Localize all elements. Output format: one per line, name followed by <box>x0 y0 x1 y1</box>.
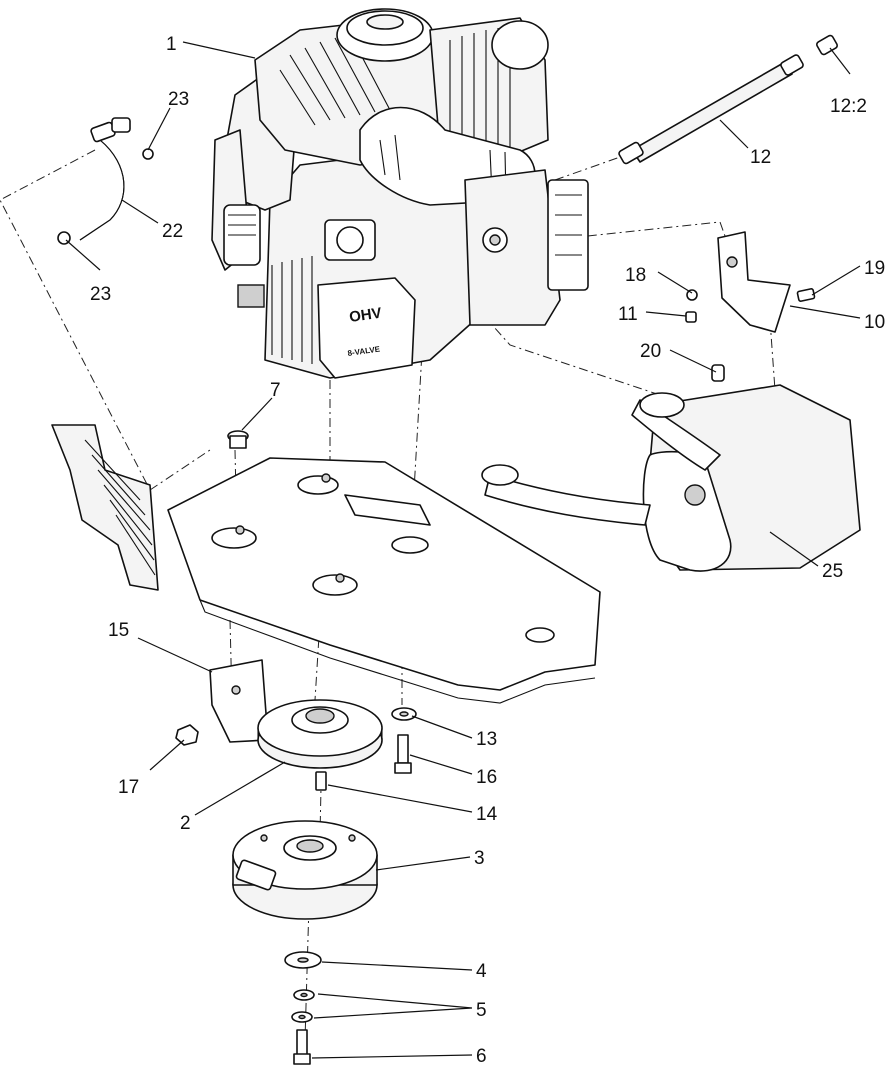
callout-1: 1 <box>166 34 177 55</box>
callout-4: 4 <box>476 961 487 982</box>
callout-14: 14 <box>476 804 498 825</box>
callout-16: 16 <box>476 767 497 788</box>
callout-7: 7 <box>270 380 281 401</box>
exhaust-bracket <box>685 231 816 333</box>
muffler-assembly <box>481 364 861 572</box>
callout-2: 2 <box>180 813 191 834</box>
callout-23b: 23 <box>90 284 111 305</box>
engine-shield <box>51 424 159 591</box>
callout-3: 3 <box>474 848 485 869</box>
callout-15: 15 <box>108 620 129 641</box>
engine-deck-plate <box>167 457 601 704</box>
callout-20: 20 <box>640 341 661 362</box>
callout-22: 22 <box>162 221 183 242</box>
callout-11: 11 <box>618 304 638 325</box>
callout-25: 25 <box>822 561 843 582</box>
callout-13: 13 <box>476 729 497 750</box>
callout-6: 6 <box>476 1046 487 1067</box>
callout-10: 10 <box>864 312 885 333</box>
leader-lines <box>65 41 861 1059</box>
callout-18: 18 <box>625 265 646 286</box>
pulley <box>257 699 383 769</box>
callout-5: 5 <box>476 1000 487 1021</box>
callout-12: 12 <box>750 147 771 168</box>
fuel-hose-assembly <box>57 117 154 245</box>
engine-ohv-stamp: OHV <box>348 305 383 326</box>
electric-clutch <box>232 820 378 920</box>
callout-17: 17 <box>118 777 139 798</box>
callout-19: 19 <box>864 258 885 279</box>
callout-23a: 23 <box>168 89 189 110</box>
fuel-line-assembly <box>618 34 838 165</box>
hardware-items <box>175 430 417 791</box>
callout-labels: 1 23 22 23 12:2 12 18 19 11 10 20 7 25 1… <box>90 34 885 1067</box>
callout-12-2: 12:2 <box>830 96 867 117</box>
clutch-hardware <box>284 951 322 1065</box>
engine-assembly: OHV 8-VALVE <box>211 8 589 379</box>
